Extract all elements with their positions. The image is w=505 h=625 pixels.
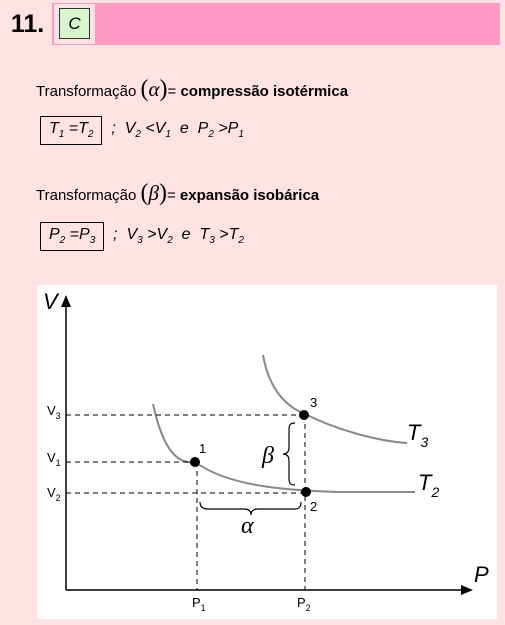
answer-cell: C [54, 4, 95, 44]
answer-box: C [59, 8, 90, 39]
x-tick-p2: P2 [297, 595, 311, 613]
beta-line: Transformação (β)= expansão isobárica [36, 180, 320, 206]
alpha-line: Transformação (α)= compressão isotérmica [36, 76, 349, 102]
y-tick-v3: V3 [47, 403, 61, 421]
x-axis-arrow [461, 585, 473, 595]
alpha-label: α [241, 513, 254, 539]
beta-brace [282, 422, 296, 486]
point-1 [190, 457, 200, 467]
beta-symbol: β [148, 181, 159, 205]
alpha-boxed-equation: T1 =T2 [40, 116, 103, 146]
isotherm-t3-label: T3 [407, 420, 428, 450]
alpha-symbol: α [148, 77, 160, 101]
beta-conditions: P2 =P3 ; V3 >V2 e T3 >T2 [40, 222, 244, 252]
x-tick-p1: P1 [192, 595, 206, 613]
point-1-label: 1 [199, 441, 206, 456]
beta-equals: = [166, 187, 176, 204]
alpha-description: compressão isotérmica [180, 83, 349, 100]
isotherm-t3-curve [262, 354, 408, 444]
y-tick-v2: V2 [47, 485, 61, 503]
x-axis-label: P [474, 562, 489, 587]
beta-label: β [261, 443, 274, 469]
beta-boxed-equation: P2 =P3 [40, 222, 105, 252]
question-header: 11. C [3, 3, 500, 45]
y-tick-v1: V1 [47, 450, 61, 468]
alpha-equals: = [167, 83, 177, 100]
point-3 [299, 410, 309, 420]
question-number: 11. [3, 3, 52, 45]
pv-diagram: V P 1 2 3 V3 V1 V2 P1 P2 T3 T2 [37, 285, 497, 619]
y-axis-label: V [43, 289, 60, 314]
point-3-label: 3 [310, 395, 317, 410]
alpha-brace [199, 501, 302, 516]
alpha-word: Transformação [36, 83, 137, 100]
point-2 [301, 487, 311, 497]
alpha-conditions: T1 =T2 ; V2 <V1 e P2 >P1 [40, 116, 244, 146]
point-2-label: 2 [310, 499, 317, 514]
isotherm-t2-curve [152, 403, 415, 493]
isotherm-t2-label: T2 [418, 470, 439, 500]
y-axis-arrow [61, 295, 71, 307]
beta-word: Transformação [36, 187, 137, 204]
beta-description: expansão isobárica [179, 187, 320, 204]
